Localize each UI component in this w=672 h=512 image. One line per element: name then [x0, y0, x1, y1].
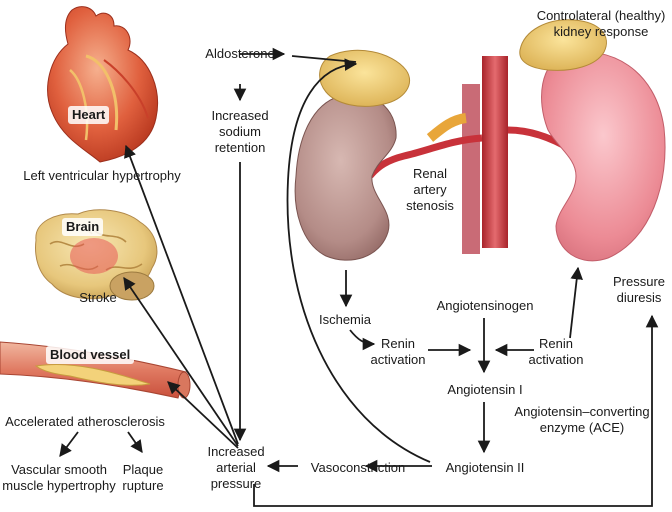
brain-label: Brain — [62, 218, 104, 236]
left-kidney — [294, 49, 411, 261]
renal-stenosis-label: Renal artery stenosis — [406, 166, 454, 213]
vsmh-label: Vascular smooth muscle hypertrophy — [2, 462, 116, 493]
angiotensin-i-label: Angiotensin I — [447, 382, 523, 397]
arrow-ang2-adrenal — [286, 58, 431, 463]
ace-label: Angiotensin–converting enzyme (ACE) — [514, 404, 650, 435]
blood-vessel-label: Blood vessel — [46, 346, 135, 364]
heart-illustration — [47, 6, 159, 163]
arrow-pressure-brain — [123, 276, 239, 447]
arrow-contralateral-renin — [569, 266, 583, 339]
arrow-pressure-heart — [124, 144, 239, 445]
arrow-pressure-vessel — [167, 381, 239, 449]
stroke-label: Stroke — [79, 290, 117, 305]
lvh-label: Left ventricular hypertrophy — [23, 168, 181, 183]
aldosterone-label: Aldosterone — [205, 46, 275, 61]
vasoconstriction-label: Vasoconstriction — [310, 460, 406, 475]
vena-cava — [462, 84, 480, 254]
aorta — [482, 56, 508, 248]
renin-activation-right-label: Renin activation — [528, 336, 584, 367]
arrow-adrenal-aldosterone — [291, 55, 357, 63]
plaque-label: Plaque rupture — [122, 462, 164, 493]
atherosclerosis-label: Accelerated atherosclerosis — [5, 414, 165, 429]
arrow-athero-vsmh — [59, 431, 79, 458]
arrow-pressure-diuresis — [253, 314, 659, 507]
angiotensinogen-label: Angiotensinogen — [436, 298, 534, 313]
left-renal-artery — [367, 134, 483, 179]
heart-label: Heart — [68, 106, 110, 124]
contralateral-label: Controlateral (healthy) kidney response — [536, 8, 666, 39]
pressure-diuresis-label: Pressure diuresis — [612, 274, 666, 305]
flow-arrows — [59, 47, 659, 507]
arrow-athero-plaque — [127, 431, 143, 454]
right-kidney — [519, 19, 666, 262]
renin-activation-left-label: Renin activation — [370, 336, 426, 367]
increased-arterial-pressure-label: Increased arterial pressure — [207, 444, 265, 491]
sodium-retention-label: Increased sodium retention — [211, 108, 269, 155]
arrow-ischemia-renin — [349, 329, 376, 351]
stenosis-plaque — [426, 113, 467, 142]
ischemia-label: Ischemia — [318, 312, 372, 327]
angiotensin-ii-label: Angiotensin II — [445, 460, 525, 475]
